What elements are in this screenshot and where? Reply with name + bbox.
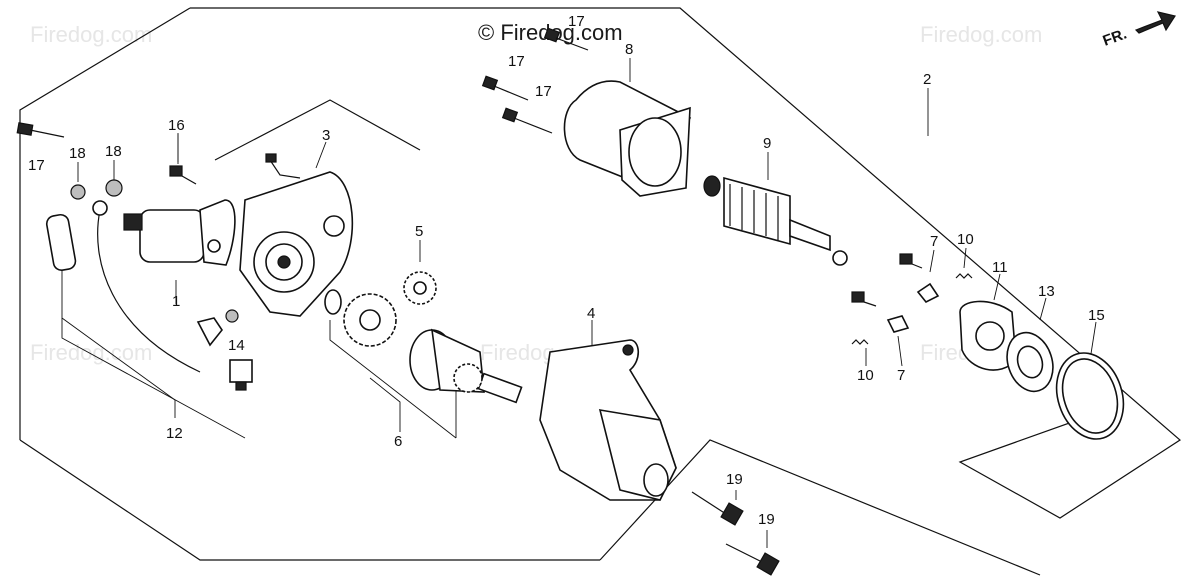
cover-outline [214, 99, 421, 161]
bolt-17-left [16, 122, 65, 138]
callout-19a: 19 [726, 471, 743, 488]
callout-10b: 10 [857, 367, 874, 384]
armature-9 [703, 175, 848, 266]
assembly-outline-bottom [19, 439, 600, 561]
brushes-7 [886, 282, 940, 333]
brush-springs-10 [851, 273, 973, 345]
plate-13 [1006, 331, 1054, 393]
housing-4 [539, 339, 677, 501]
watermark: Firedog.com [30, 22, 152, 47]
cover-3 [239, 153, 354, 317]
assembly-outline-bolt-box [599, 439, 1041, 576]
callout-6: 6 [394, 433, 402, 450]
cable-12 [45, 200, 223, 373]
callout-18b: 18 [105, 143, 122, 160]
watermark: Firedog.com [920, 22, 1042, 47]
callouts: 1 2 3 4 5 6 7 7 8 9 10 10 11 12 13 14 15… [28, 13, 1105, 528]
callout-16: 16 [168, 117, 185, 134]
callout-14: 14 [228, 337, 245, 354]
assembly-outline [190, 7, 1181, 519]
bolt-17-top-c [501, 107, 553, 134]
callout-3: 3 [322, 127, 330, 144]
callout-12: 12 [166, 425, 183, 442]
gear-set-6 [324, 289, 523, 404]
callout-7b: 7 [897, 367, 905, 384]
connector-14 [229, 359, 253, 391]
front-label: FR. [1101, 26, 1130, 50]
callout-15: 15 [1088, 307, 1105, 324]
yoke-8 [563, 80, 692, 197]
brush-screws [851, 253, 923, 307]
callout-18a: 18 [69, 145, 86, 162]
callout-9: 9 [763, 135, 771, 152]
bolt-17-top-b [481, 75, 529, 101]
gasket-15 [1055, 352, 1125, 440]
callout-5: 5 [415, 223, 423, 240]
watermark: Firedog.com [30, 340, 152, 365]
nut-18-a [70, 184, 86, 200]
front-arrow-icon [1134, 11, 1176, 34]
nut-18-b [105, 179, 123, 197]
callout-17b: 17 [568, 13, 585, 30]
assembly-outline-left [19, 7, 191, 440]
callout-10a: 10 [957, 231, 974, 248]
bolt-19-b [725, 543, 780, 576]
bolt-17-top-a [543, 27, 589, 51]
callout-11: 11 [992, 259, 1008, 276]
callout-17d: 17 [535, 83, 552, 100]
screw-14-icon [225, 309, 239, 323]
callout-8: 8 [625, 41, 633, 58]
gear-5-hub [413, 281, 427, 295]
callout-2: 2 [923, 71, 931, 88]
callout-13: 13 [1038, 283, 1055, 300]
callout-17a: 17 [28, 157, 45, 174]
callout-4: 4 [587, 305, 595, 322]
screw-16 [169, 165, 197, 185]
front-direction-indicator: FR. [1101, 11, 1176, 50]
callout-1: 1 [172, 293, 180, 310]
bolt-19-a [691, 491, 744, 526]
callout-17c: 17 [508, 53, 525, 70]
callout-7a: 7 [930, 233, 938, 250]
solenoid-1 [123, 199, 236, 266]
callout-19b: 19 [758, 511, 775, 528]
